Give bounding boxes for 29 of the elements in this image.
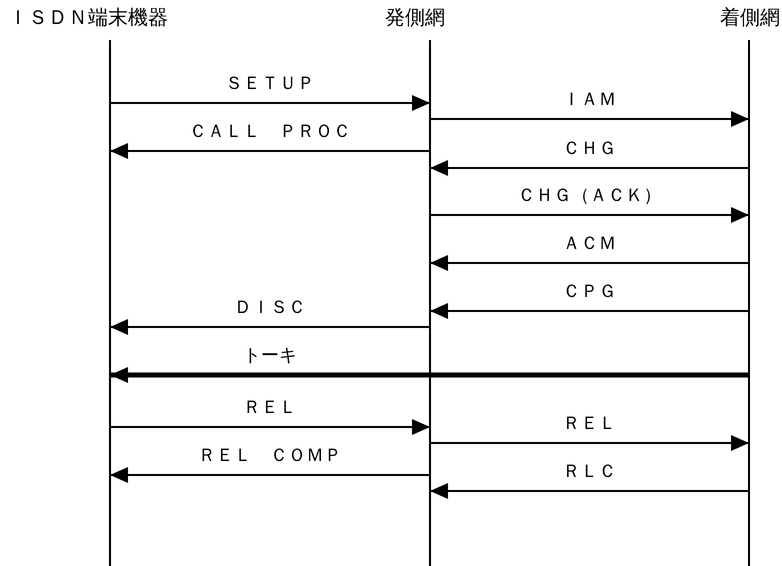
- participant-label: ＩＳＤＮ端末機器: [8, 4, 168, 30]
- participant-label: 発側網: [385, 4, 445, 30]
- message-arrow: [110, 419, 430, 435]
- message-label: ＡＣＭ: [562, 233, 616, 255]
- message-arrow: [430, 483, 749, 499]
- message-arrow: [110, 319, 430, 335]
- message-arrow: [430, 255, 749, 271]
- message-arrow: [430, 435, 749, 451]
- message-label: ＤＩＳＣ: [234, 297, 306, 319]
- message-label: ＣＨＧ: [562, 138, 616, 160]
- message-arrow: [110, 467, 430, 483]
- participant-label: 着側網: [720, 4, 780, 30]
- message-arrow: [110, 95, 430, 111]
- message-arrow: [110, 143, 430, 159]
- message-label: ＣＡＬＬ ＰＲＯＣ: [189, 121, 351, 143]
- message-label: ＩＡＭ: [562, 89, 616, 111]
- message-label: ＲＥＬ: [243, 397, 297, 419]
- message-label: ＲＥＬ: [562, 413, 616, 435]
- message-label: ＲＥＬ ＣＯＭＰ: [198, 445, 342, 467]
- message-arrow: [430, 160, 749, 176]
- message-arrow: [430, 111, 749, 127]
- message-label: ＣＰＧ: [562, 281, 616, 303]
- message-label: ＲＬＣ: [562, 461, 616, 483]
- message-label: ＣＨＧ（ＡＣＫ）: [518, 185, 662, 207]
- message-arrow: [110, 367, 749, 383]
- message-arrow: [430, 303, 749, 319]
- message-label: ＳＥＴＵＰ: [225, 73, 315, 95]
- message-arrow: [430, 207, 749, 223]
- message-label: トーキ: [243, 345, 297, 367]
